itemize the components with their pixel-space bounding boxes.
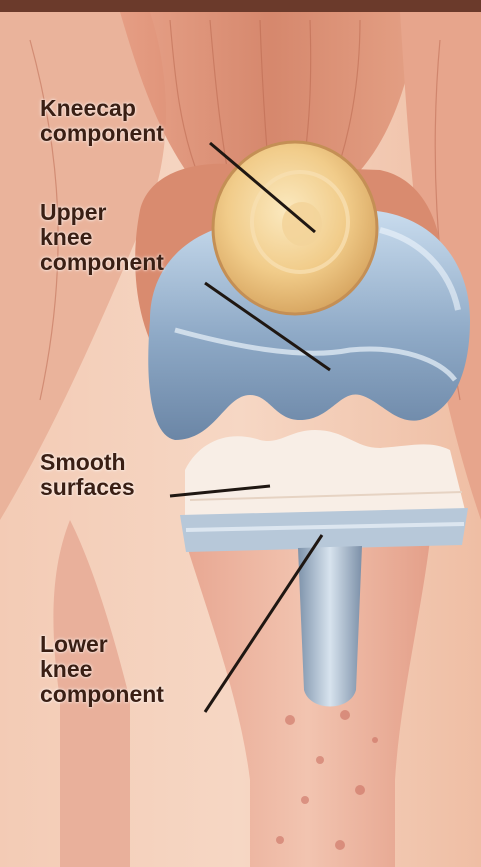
label-smooth-surfaces: Smooth surfaces <box>40 450 135 500</box>
label-upper-knee-component: Upper knee component <box>40 200 164 275</box>
lower-knee-stem <box>298 546 362 707</box>
label-line: Smooth <box>40 450 135 475</box>
label-kneecap-component: Kneecap component <box>40 96 164 146</box>
label-line: surfaces <box>40 475 135 500</box>
label-line: knee <box>40 657 164 682</box>
label-line: component <box>40 250 164 275</box>
label-line: Upper <box>40 200 164 225</box>
label-line: Lower <box>40 632 164 657</box>
label-line: Kneecap <box>40 96 164 121</box>
top-edge <box>0 0 481 12</box>
label-line: component <box>40 121 164 146</box>
label-line: component <box>40 682 164 707</box>
label-line: knee <box>40 225 164 250</box>
label-lower-knee-component: Lower knee component <box>40 632 164 707</box>
